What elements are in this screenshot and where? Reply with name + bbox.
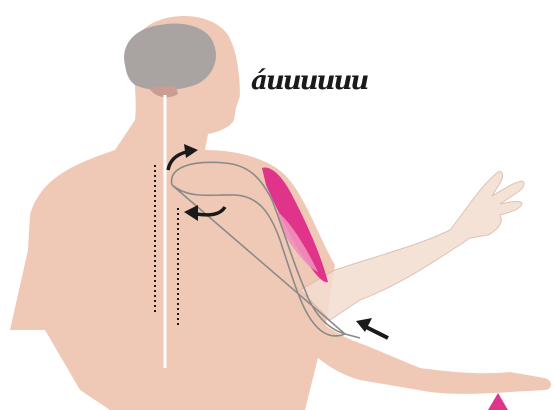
arm-arrow — [366, 327, 388, 338]
brain-icon — [124, 24, 216, 91]
triangle-icon — [488, 393, 508, 410]
pain-sound-text: áuuuuuu — [251, 66, 367, 96]
raised-arm — [300, 172, 524, 320]
